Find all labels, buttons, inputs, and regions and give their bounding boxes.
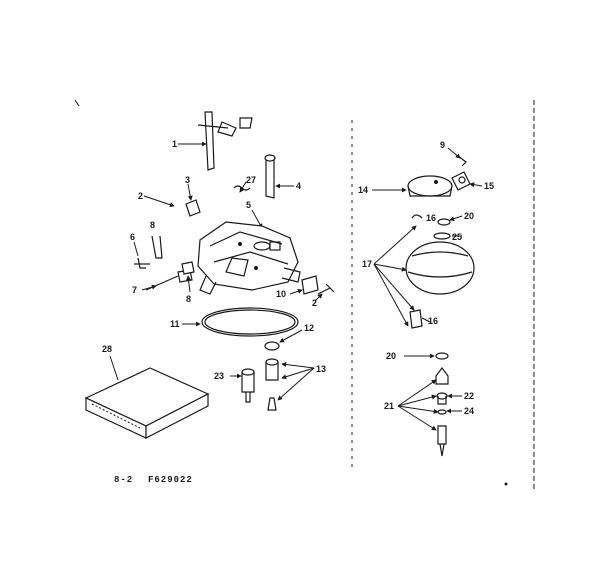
part-16b-clip	[409, 309, 431, 329]
leader-9	[447, 147, 461, 159]
callout-17: 17	[362, 259, 372, 269]
leader-2a	[143, 195, 175, 208]
callout-8b: 8	[186, 294, 191, 304]
part-10-lever	[301, 275, 319, 295]
callout-9: 9	[440, 140, 445, 150]
callout-6: 6	[130, 232, 135, 242]
leader-21c	[397, 405, 439, 414]
part-4-shaft	[264, 154, 276, 199]
part-21-needle	[437, 425, 447, 457]
callout-28: 28	[102, 344, 112, 354]
part-25-gasket	[433, 232, 451, 240]
leader-13b	[281, 367, 315, 380]
part-11-gasket	[201, 307, 299, 337]
part-23-jet	[241, 368, 255, 403]
leader-20a	[449, 215, 463, 222]
part-22-washer	[436, 392, 448, 405]
part-8a-screw	[151, 235, 163, 259]
callout-3: 3	[185, 175, 190, 185]
leader-13c	[277, 367, 315, 401]
leader-17c	[373, 263, 415, 311]
callout-8a: 8	[150, 220, 155, 230]
callout-2a: 2	[138, 191, 143, 201]
corner-tick	[74, 99, 80, 107]
leader-15	[469, 182, 483, 188]
leader-21b	[397, 394, 437, 407]
leader-17b	[373, 263, 407, 272]
part-9-screw	[457, 155, 467, 167]
callout-21: 21	[384, 401, 394, 411]
part-2b-screw	[317, 283, 335, 295]
carburetor-body	[197, 221, 301, 295]
part-13-jet-a	[265, 358, 279, 381]
callout-23: 23	[214, 371, 224, 381]
leader-13a	[281, 362, 315, 369]
part-15-fitting	[451, 171, 471, 191]
callout-2b: 2	[312, 298, 317, 308]
callout-12: 12	[304, 323, 314, 333]
part-21-jet-top	[435, 367, 449, 385]
callout-27: 27	[246, 175, 256, 185]
callout-16a: 16	[426, 213, 436, 223]
leader-6	[133, 241, 139, 257]
part-20b-washer	[435, 352, 449, 360]
callout-7: 7	[132, 285, 137, 295]
callout-4: 4	[296, 181, 301, 191]
leader-21d	[397, 405, 437, 431]
callout-22: 22	[464, 391, 474, 401]
leader-8b	[186, 275, 191, 293]
figure-number: F629022	[148, 475, 193, 485]
part-14-cover	[407, 175, 453, 197]
callout-24: 24	[464, 406, 474, 416]
leader-27	[239, 181, 247, 193]
callout-14: 14	[358, 185, 368, 195]
leader-12	[279, 329, 303, 343]
leader-7	[141, 284, 157, 291]
part-16a-clip	[411, 214, 423, 219]
callout-10: 10	[276, 289, 286, 299]
part-20a-washer	[437, 218, 451, 226]
leader-5	[251, 209, 263, 229]
float-bowl	[405, 241, 475, 295]
callout-5: 5	[246, 200, 251, 210]
part-3-plate	[185, 199, 201, 217]
callout-25: 25	[452, 232, 462, 242]
callout-13: 13	[316, 364, 326, 374]
part-11-gasket-inner	[204, 309, 296, 335]
leader-17d	[373, 263, 409, 327]
leader-3	[187, 183, 193, 201]
callout-20b: 20	[386, 351, 396, 361]
callout-11: 11	[170, 319, 180, 329]
part-24-ring	[437, 409, 447, 415]
callout-16b: 16	[428, 316, 438, 326]
page-mark	[504, 482, 508, 486]
part-13-jet-b	[267, 397, 277, 411]
part-6-screw	[134, 257, 150, 269]
part-12-oring	[264, 341, 280, 351]
callout-20a: 20	[464, 211, 474, 221]
sheet-number: 8-2	[114, 475, 133, 485]
leader-10	[289, 288, 303, 295]
part-28-filter	[84, 367, 210, 439]
leader-2b	[315, 293, 323, 301]
leader-28	[109, 355, 119, 381]
part-8b-fitting	[181, 261, 195, 275]
leader-21a	[397, 379, 437, 407]
callout-15: 15	[484, 181, 494, 191]
callout-1: 1	[172, 139, 177, 149]
leader-17a	[373, 225, 417, 265]
part-1-choke-shaft	[197, 111, 253, 171]
